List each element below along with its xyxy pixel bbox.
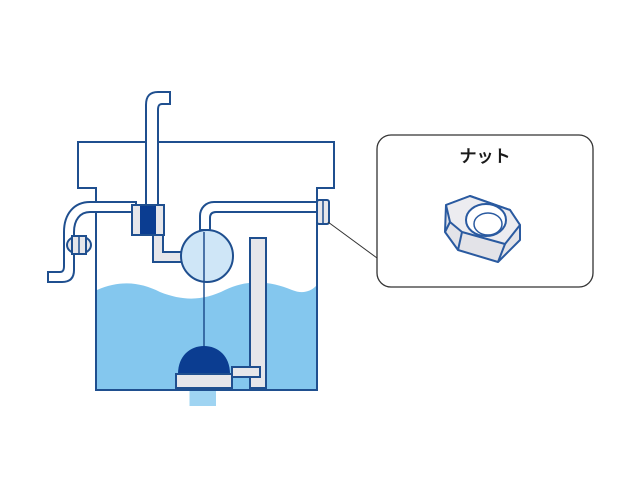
nut-icon: [444, 195, 521, 263]
flapper-dome: [178, 346, 230, 374]
supply-pipe: [145, 91, 171, 209]
flapper-arm: [231, 366, 261, 378]
callout-label: ナット: [460, 147, 511, 167]
callout-leader: [327, 221, 378, 259]
side-supply-pipe: [47, 201, 137, 283]
ball-tap-core: [140, 206, 156, 234]
overflow-pipe: [249, 237, 267, 389]
tank-outlet: [190, 390, 216, 406]
float-ball: [180, 229, 234, 283]
flapper-seat: [175, 373, 233, 389]
